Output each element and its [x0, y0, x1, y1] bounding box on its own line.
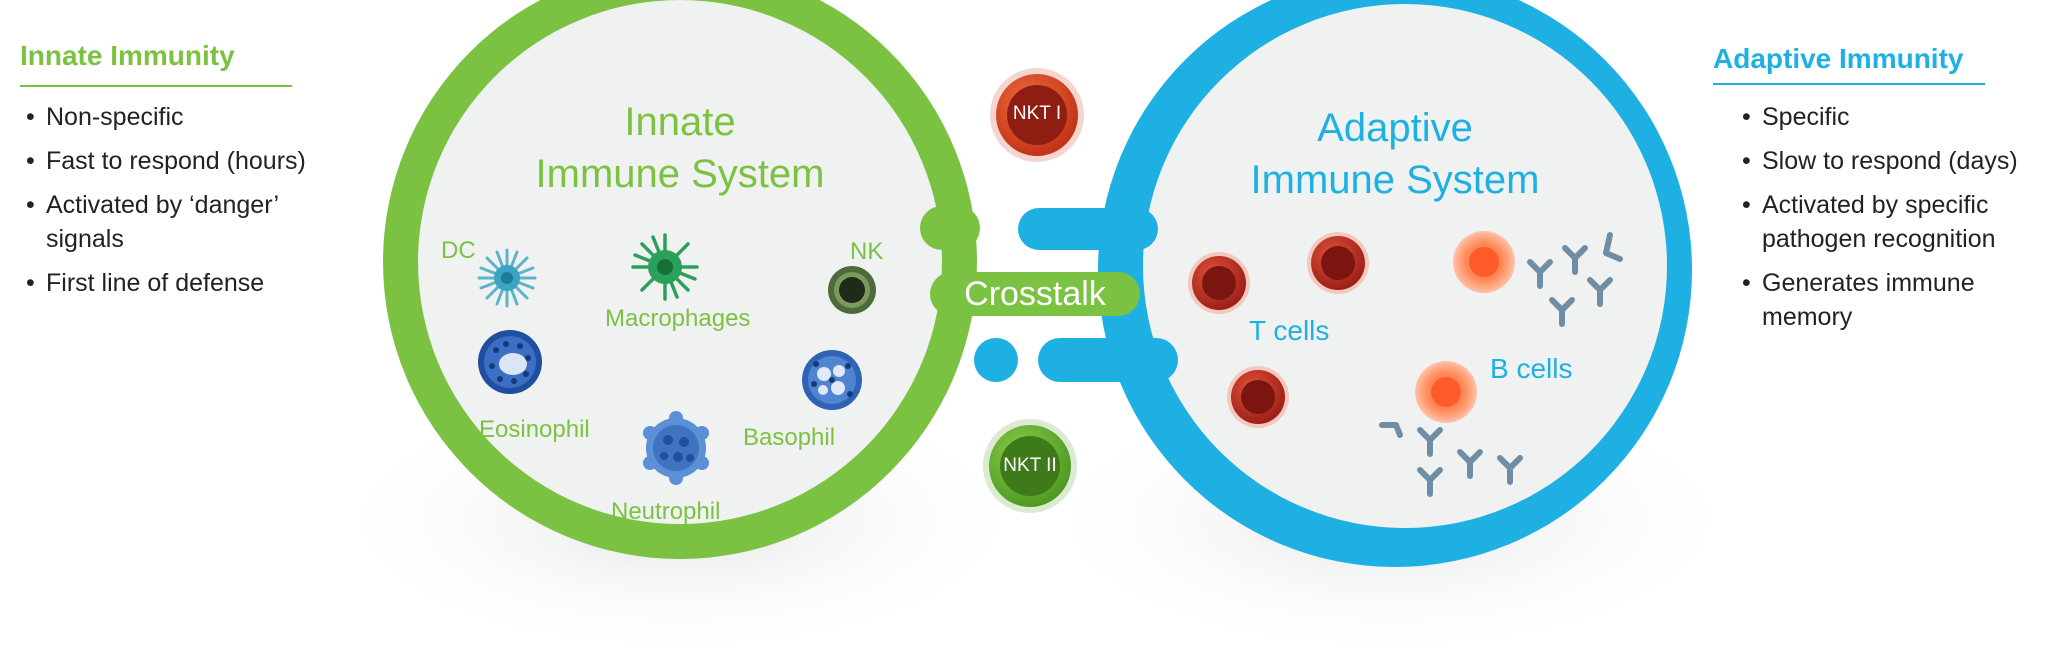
green-connector-top — [920, 206, 980, 250]
blue-connector-dot — [974, 338, 1018, 382]
list-item: Slow to respond (days) — [1738, 144, 2038, 178]
nkt1-label: NKT I — [1012, 103, 1062, 124]
list-item: First line of defense — [22, 266, 342, 300]
t-cell-icon — [1227, 366, 1289, 428]
neutrophil-label: Neutrophil — [611, 498, 721, 525]
dc-cell-icon — [477, 248, 537, 308]
adaptive-circle-title: Adaptive Immune System — [1205, 102, 1585, 206]
list-item: Activated by specific pathogen recogniti… — [1738, 188, 2032, 256]
basophil-cell-icon — [802, 350, 862, 410]
nkt2-label: NKT II — [1003, 455, 1057, 476]
b-cell-icon — [1453, 231, 1515, 293]
nkt1-cell-nucleus — [1007, 85, 1067, 145]
b-cell-icon — [1415, 361, 1477, 423]
list-item: Generates immune memory — [1738, 266, 2002, 334]
crosstalk-label: Crosstalk — [964, 275, 1106, 313]
innate-circle-title-line1: Innate — [624, 100, 736, 144]
innate-circle-title: Innate Immune System — [490, 96, 870, 200]
basophil-label: Basophil — [743, 424, 836, 451]
t-cells-label: T cells — [1249, 315, 1330, 346]
adaptive-immunity-title: Adaptive Immunity — [1713, 43, 1964, 74]
dc-label: DC — [441, 237, 476, 264]
adaptive-title-rule — [1713, 83, 1985, 85]
antibody-icons — [1379, 232, 1623, 497]
list-item: Specific — [1738, 100, 2038, 134]
adaptive-feature-list: Specific Slow to respond (days) Activate… — [1738, 100, 2038, 344]
crosstalk-bar — [930, 272, 1140, 316]
adaptive-circle-title-line1: Adaptive — [1317, 106, 1473, 150]
innate-feature-list: Non-specific Fast to respond (hours) Act… — [22, 100, 342, 310]
t-cell-icon — [1307, 232, 1369, 294]
adaptive-circle-title-line2: Immune System — [1250, 158, 1540, 202]
nkt2-cell-nucleus — [1000, 436, 1060, 496]
list-item: Fast to respond (hours) — [22, 144, 342, 178]
innate-immunity-title: Innate Immunity — [20, 40, 235, 71]
eosinophil-cell-icon — [478, 330, 542, 394]
innate-title-rule — [20, 85, 292, 87]
b-cells-label: B cells — [1490, 353, 1573, 384]
t-cell-icon — [1188, 252, 1250, 314]
eosinophil-label: Eosinophil — [479, 416, 590, 443]
blue-connector-top — [1018, 208, 1158, 250]
neutrophil-cell-icon — [643, 411, 709, 485]
list-item: Non-specific — [22, 100, 342, 134]
innate-circle-title-line2: Immune System — [535, 152, 825, 196]
macrophages-label: Macrophages — [605, 305, 751, 332]
macrophage-cell-icon — [631, 233, 699, 301]
nk-label: NK — [850, 238, 884, 265]
blue-connector-bottom — [1038, 338, 1178, 382]
list-item: Activated by ‘danger’ signals — [22, 188, 316, 256]
nk-cell-icon — [828, 266, 876, 314]
